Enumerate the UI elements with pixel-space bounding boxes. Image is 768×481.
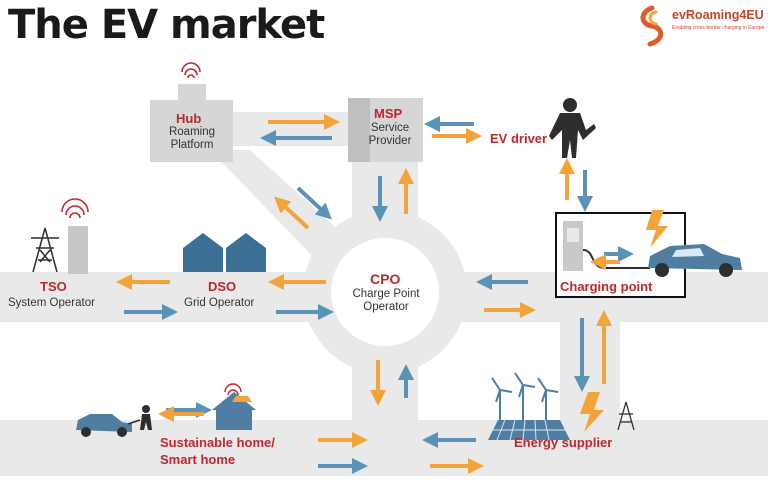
msp-building-icon <box>348 98 423 162</box>
msp-desc: Service Provider <box>368 122 412 147</box>
home-person-icon <box>127 405 152 430</box>
flow-arrows <box>116 114 634 474</box>
logo-name: evRoaming4EU <box>672 8 764 22</box>
energy-supplier-label: Energy supplier <box>514 435 613 450</box>
charging-point-label: Charging point <box>560 279 653 294</box>
home-car-icon <box>76 414 132 437</box>
tso-name: TSO <box>40 279 67 294</box>
hub-name: Hub <box>176 111 202 126</box>
dso-houses-icon <box>183 233 266 272</box>
dso-name: DSO <box>208 279 237 294</box>
hub-building-icon <box>150 62 233 162</box>
cpo-roundabout <box>331 238 439 346</box>
electric-car-icon <box>648 244 742 277</box>
tso-desc: System Operator <box>8 297 95 309</box>
home-label-line2: Smart home <box>160 452 236 467</box>
msp-name: MSP <box>374 106 403 121</box>
energy-pylon-icon <box>617 401 635 431</box>
ev-driver-icon <box>549 98 596 158</box>
page-title: The EV market <box>8 2 325 48</box>
solar-panels-icon <box>488 419 570 441</box>
tso-pylon-icon <box>31 198 89 274</box>
evroaming-logo-icon <box>640 5 664 47</box>
hub-desc: Roaming Platform <box>168 126 216 151</box>
ev-driver-label: EV driver <box>490 131 548 146</box>
smart-home-icon <box>212 383 256 430</box>
lightning-icon <box>646 210 668 248</box>
dso-desc: Grid Operator <box>184 297 255 309</box>
logo-tagline: Enabling cross-border charging in Europe <box>672 25 765 31</box>
cpo-name: CPO <box>370 271 401 287</box>
home-label-line1: Sustainable home/ <box>160 435 275 450</box>
cpo-desc: Charge Point Operator <box>352 288 420 313</box>
energy-lightning-icon <box>580 392 604 432</box>
